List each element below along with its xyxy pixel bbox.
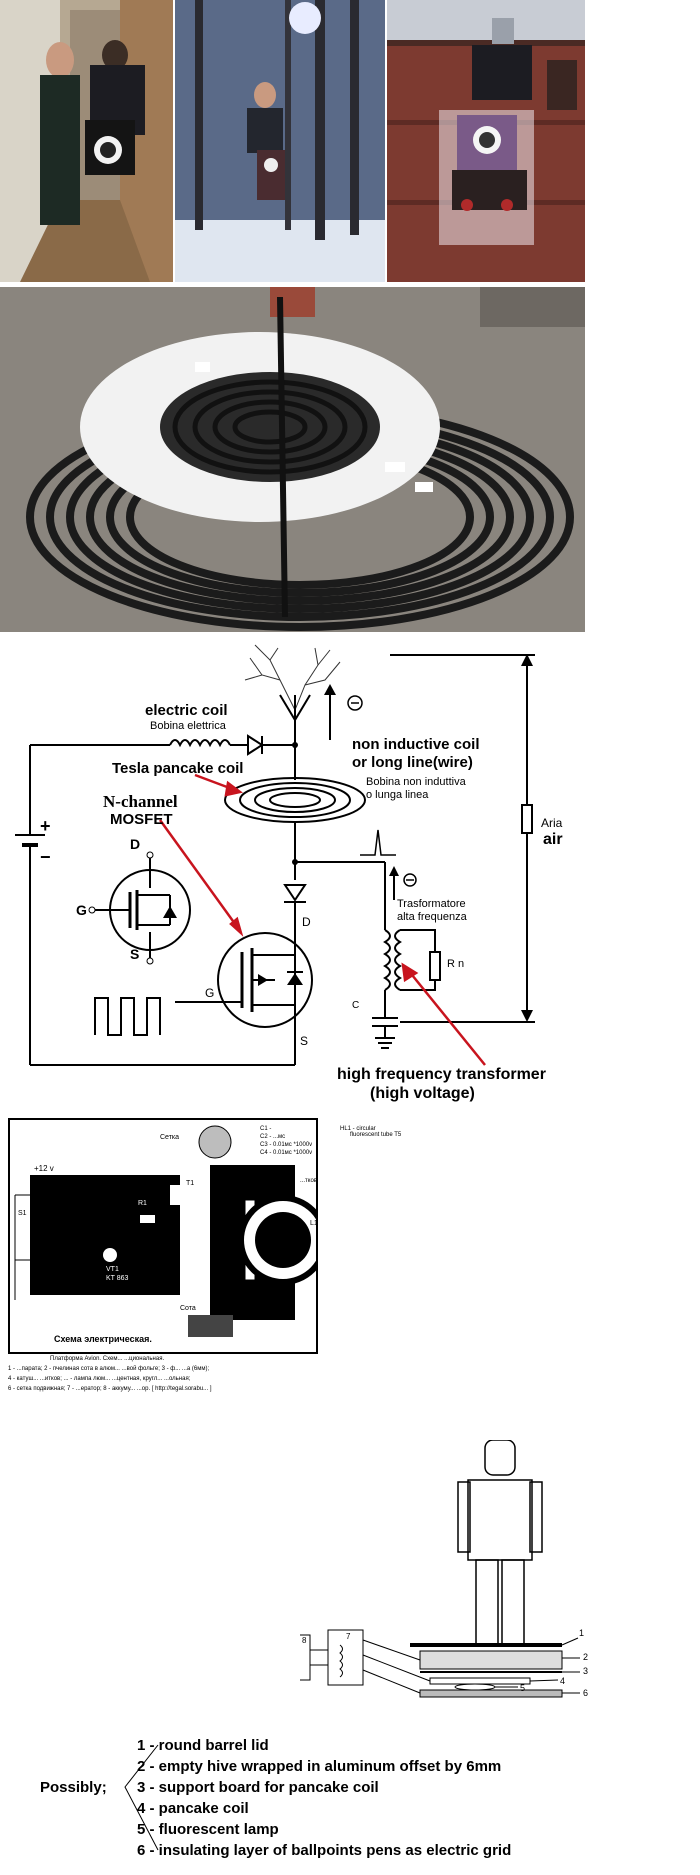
label-trasformatore-1: Trasformatore	[397, 898, 466, 910]
legend-item-5: 5 - fluorescent lamp	[137, 1821, 279, 1838]
tesla-pancake-coil-symbol	[224, 777, 366, 823]
block-label-8: 8	[302, 1636, 307, 1645]
label-hf-transformer-1: high frequency transformer	[337, 1066, 546, 1083]
photo-pancake-coil	[0, 287, 585, 632]
label-tesla-pancake: Tesla pancake coil	[112, 760, 244, 777]
sch-t1: T1	[186, 1180, 195, 1187]
label-d-main: D	[302, 915, 311, 929]
circuit-diagram: electric coil Bobina elettrica Tesla pan…	[0, 640, 585, 1110]
sch-r1: R1	[138, 1200, 147, 1207]
label-electric-coil: electric coil	[145, 702, 228, 719]
legend-item-6: 6 - insulating layer of ballpoints pens …	[137, 1842, 512, 1859]
legend-bracket	[124, 1744, 159, 1851]
sch-s1: S1	[18, 1210, 27, 1217]
sch-desc-4: 6 - сетка подвижная; 7 - ...ератор; 8 - …	[8, 1386, 212, 1392]
mosfet-main-symbol	[175, 930, 313, 1065]
label-s-small: S	[130, 946, 140, 962]
person-platform-diagram: 1 2 3 4 5 6 8 7	[300, 1440, 600, 1720]
sch-c3: C3 - 0.01мс *1000v	[260, 1142, 313, 1148]
sch-l1: L1	[310, 1220, 318, 1227]
stack-label-5: 5	[520, 1683, 526, 1693]
schematic-box: Сетка C1 - C2 - ...мс C3 - 0.01мс *1000v…	[8, 1118, 376, 1354]
label-bobina-elettrica: Bobina elettrica	[150, 720, 226, 732]
label-air: air	[543, 831, 563, 848]
legend-item-2: 2 - empty hive wrapped in aluminum offse…	[137, 1758, 502, 1775]
block-label-7: 7	[346, 1632, 351, 1641]
photo-hallway	[0, 0, 173, 282]
label-c: C	[352, 1000, 360, 1011]
label-hf-transformer-2: (high voltage)	[370, 1085, 475, 1102]
legend-possibly: Possibly;	[40, 1779, 107, 1796]
label-non-inductive-2: or long line(wire)	[352, 754, 473, 771]
sch-hl1-1: HL1 - circular	[340, 1126, 376, 1132]
stack-label-3: 3	[583, 1666, 589, 1676]
spark-discharge	[244, 644, 341, 711]
label-bobina-non-induttiva-2: o lunga linea	[366, 789, 429, 801]
sch-sota: Сота	[180, 1305, 196, 1312]
mosfet-symbol-reference	[88, 851, 191, 965]
sch-desc-2: 1 - ...парата; 2 - пчелиная сота в алюм.…	[8, 1366, 210, 1372]
stack-label-4: 4	[560, 1676, 566, 1686]
sch-vt1: VT1	[106, 1266, 119, 1273]
stack-label-1: 1	[579, 1628, 585, 1638]
label-bobina-non-induttiva-1: Bobina non induttiva	[366, 776, 466, 788]
sch-setka: Сетка	[160, 1134, 180, 1141]
sch-v12: +12 v	[34, 1164, 54, 1173]
label-g-small: G	[76, 902, 87, 918]
label-battery-minus: −	[40, 847, 51, 867]
sch-c2: C2 - ...мс	[260, 1134, 286, 1140]
stack-label-6: 6	[583, 1688, 589, 1698]
sch-desc-1: Платформа Avion. Схем... ...циональная.	[50, 1356, 165, 1362]
sch-tkov: ...тков	[300, 1178, 317, 1184]
sch-kt: KT 863	[106, 1275, 129, 1282]
stack-label-2: 2	[583, 1652, 589, 1662]
label-s-main: S	[300, 1034, 309, 1048]
photo-rooftop	[387, 0, 585, 282]
label-g-main: G	[205, 986, 215, 1000]
sch-caption: Схема электрическая.	[54, 1334, 152, 1344]
sch-desc-3: 4 - катуш... ...итков; ... - лампа люм..…	[8, 1376, 191, 1382]
label-battery-plus: +	[40, 816, 51, 836]
photo-snow-forest	[175, 0, 385, 282]
label-mosfet: MOSFET	[110, 811, 173, 828]
legend-item-3: 3 - support board for pancake coil	[137, 1779, 379, 1796]
label-non-inductive-1: non inductive coil	[352, 736, 480, 753]
sch-c1: C1 -	[260, 1126, 272, 1132]
label-trasformatore-2: alta frequenza	[397, 911, 467, 923]
label-rn: R n	[447, 958, 465, 970]
label-d-small: D	[130, 836, 141, 852]
sch-hl1-2: fluorescent tube T5	[350, 1132, 402, 1138]
sch-c4: C4 - 0.01мс *1000v	[260, 1150, 313, 1156]
legend-item-1: 1 - round barrel lid	[137, 1737, 269, 1754]
person-figure	[457, 1440, 543, 1646]
label-n-channel: N-channel	[103, 792, 178, 811]
legend-item-4: 4 - pancake coil	[137, 1800, 249, 1817]
label-aria: Aria	[541, 816, 563, 830]
